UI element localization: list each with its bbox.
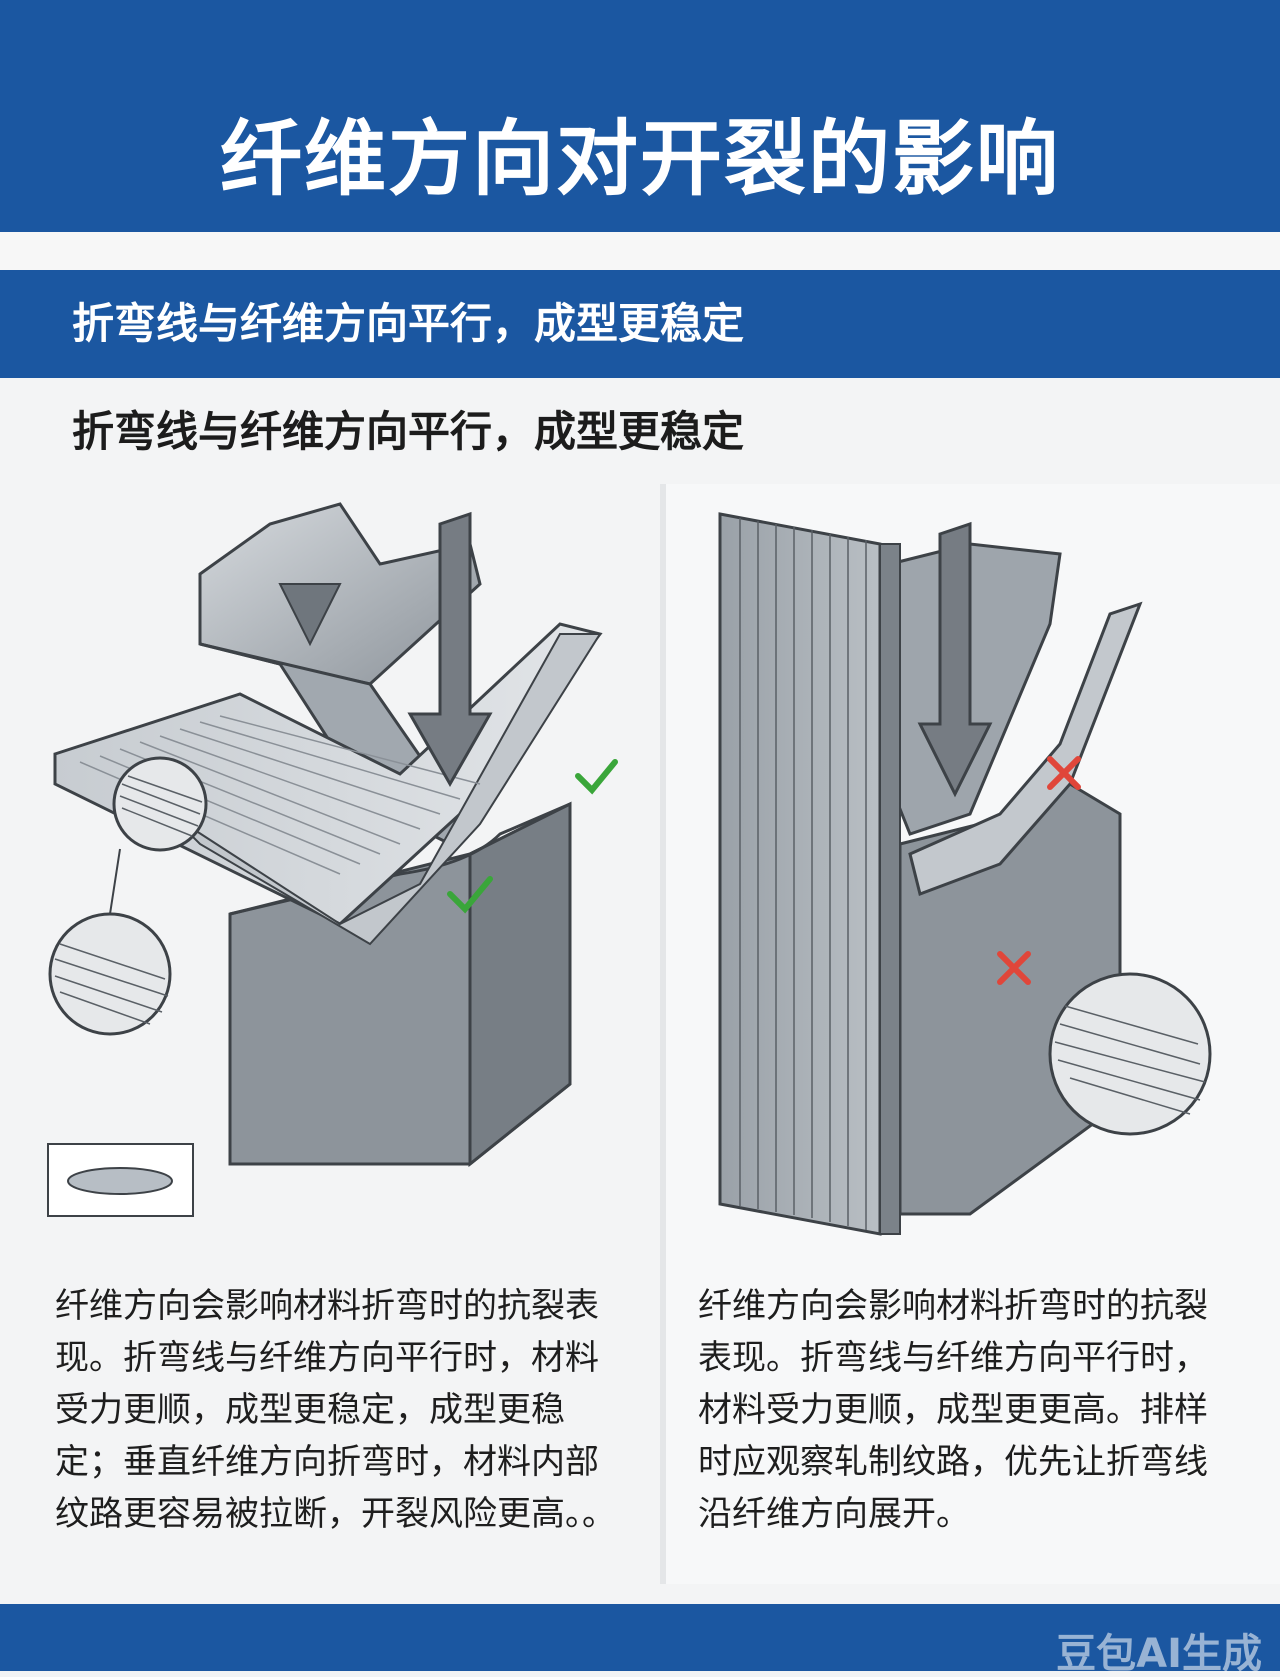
grain-zoom-detail-right xyxy=(1048,972,1212,1136)
header-gap xyxy=(0,232,1280,270)
footer-band xyxy=(0,1604,1280,1671)
cross-icon xyxy=(997,951,1031,985)
parallel-bend-illustration xyxy=(47,502,618,1217)
ai-watermark: 豆包AI生成 xyxy=(1056,1631,1262,1677)
check-icon xyxy=(575,759,618,795)
check-icon xyxy=(447,876,493,914)
subtitle: 折弯线与纤维方向平行，成型更稳定 xyxy=(72,299,745,348)
right-description: 纤维方向会影响材料折弯时的抗裂表现。折弯线与纤维方向平行时，材料受力更顺，成型更… xyxy=(698,1286,1208,1534)
grain-zoom-detail xyxy=(48,756,208,1036)
panel-divider xyxy=(660,484,666,1584)
press-arrow xyxy=(407,511,493,788)
perpendicular-bend-illustration xyxy=(718,512,1212,1236)
subtitle-band xyxy=(0,270,1280,378)
tall-plate xyxy=(718,512,901,1236)
cross-icon xyxy=(1047,756,1081,790)
bent-sheet-right xyxy=(908,601,1143,896)
page-title: 纤维方向对开裂的影响 xyxy=(219,112,1060,207)
metal-sheet xyxy=(53,622,603,946)
left-description: 纤维方向会影响材料折弯时的抗裂表现。折弯线与纤维方向平行时，材料受力更顺，成型更… xyxy=(55,1286,616,1534)
press-arrow-right xyxy=(917,521,993,798)
section-heading: 折弯线与纤维方向平行，成型更稳定 xyxy=(72,407,745,456)
grain-symbol-box xyxy=(47,1143,194,1217)
header-band xyxy=(0,0,1280,232)
